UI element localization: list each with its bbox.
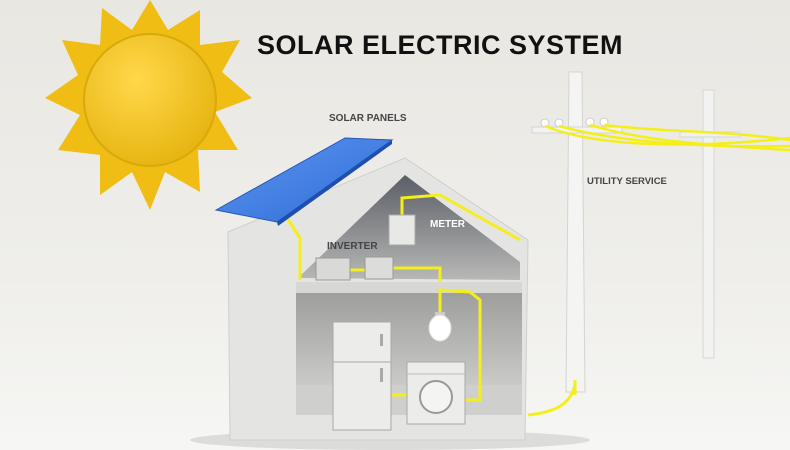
diagram-title: SOLAR ELECTRIC SYSTEM — [257, 30, 624, 60]
power-lines — [527, 123, 790, 417]
inverter-units — [315, 256, 394, 281]
meter-box — [388, 214, 416, 246]
solar-panel — [214, 137, 394, 226]
washing-machine — [406, 361, 466, 425]
light-bulb-icon — [428, 312, 452, 342]
label-utility-service: UTILITY SERVICE — [587, 176, 667, 187]
label-inverter: INVERTER — [327, 241, 378, 252]
refrigerator — [332, 321, 392, 431]
label-meter: METER — [430, 219, 465, 230]
sun-icon — [45, 0, 252, 210]
label-solar-panels: SOLAR PANELS — [329, 113, 407, 124]
utility-pole-near — [531, 71, 623, 393]
